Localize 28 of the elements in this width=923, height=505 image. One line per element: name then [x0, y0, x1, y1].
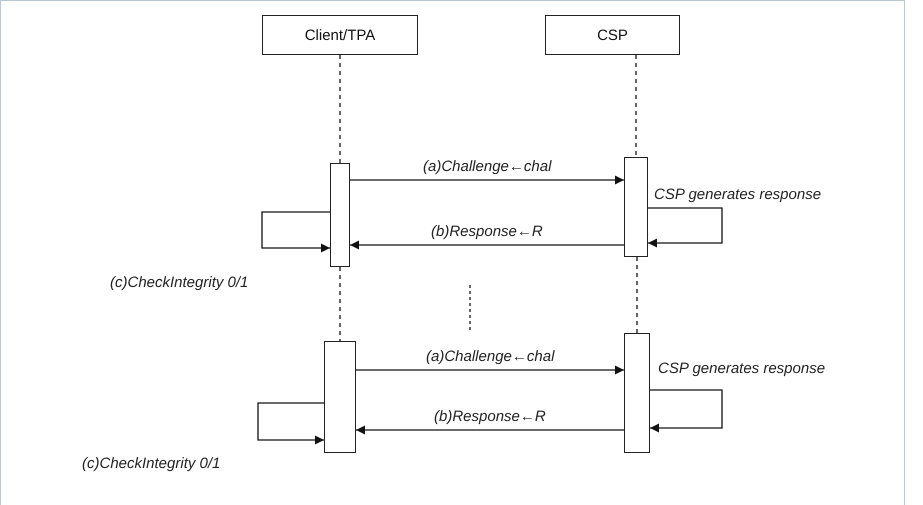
- message-label: (a)Challenge←chal: [424, 348, 556, 366]
- step-label: (c)CheckIntegrity 0/1: [80, 455, 222, 473]
- message-arrow: [356, 426, 624, 434]
- step-label: CSP generates response: [652, 186, 824, 204]
- participant-box: [262, 15, 418, 55]
- self-message-arrow: [257, 402, 324, 444]
- message-label: (a)Challenge←chal: [421, 158, 554, 176]
- lifeline: [339, 267, 341, 341]
- message-label: (b)Response←R: [429, 223, 545, 241]
- participant-name: Client/TPA: [304, 26, 376, 44]
- activation-bar: [624, 333, 650, 453]
- self-message-arrow: [261, 211, 330, 252]
- message-arrow: [350, 176, 624, 184]
- participant-box: [545, 15, 680, 55]
- step-label: CSP generates response: [656, 360, 828, 378]
- message-label: (b)Response←R: [432, 408, 548, 426]
- lifeline: [636, 257, 638, 333]
- lifeline: [635, 55, 637, 157]
- activation-bar: [324, 341, 356, 453]
- step-label: (c)CheckIntegrity 0/1: [108, 274, 250, 292]
- activation-bar: [624, 157, 648, 257]
- self-message-arrow: [648, 207, 723, 248]
- message-arrow: [356, 366, 624, 374]
- lifeline: [339, 55, 341, 163]
- participant-name: CSP: [597, 26, 628, 44]
- self-message-arrow: [650, 389, 723, 432]
- activation-bar: [330, 163, 350, 267]
- message-arrow: [350, 240, 624, 250]
